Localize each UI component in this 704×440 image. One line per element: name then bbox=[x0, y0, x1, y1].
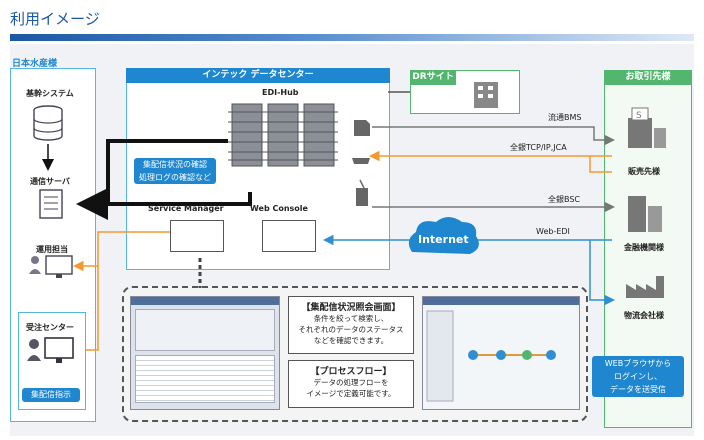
callout-line-1: 集配信状況の確認 bbox=[143, 160, 207, 169]
logistics-label: 物流会社様 bbox=[624, 311, 664, 320]
title-bar bbox=[10, 34, 694, 41]
service-manager-window[interactable] bbox=[170, 220, 224, 252]
bank-label: 金融機関様 bbox=[624, 243, 664, 252]
conn-label-webedi: Web-EDI bbox=[536, 227, 570, 236]
callout-line-2: 処理ログの確認など bbox=[139, 173, 211, 182]
conn-label-bsc: 全銀BSC bbox=[548, 195, 581, 204]
edi-hub-label: EDI-Hub bbox=[262, 88, 299, 97]
web-console-label: Web Console bbox=[250, 204, 308, 213]
status-note-line-3: などを確認できます。 bbox=[313, 336, 389, 345]
left-panel-header: 日本水産様 bbox=[12, 59, 58, 69]
order-center-label: 受注センター bbox=[26, 323, 74, 332]
service-manager-label: Service Manager bbox=[148, 204, 224, 213]
status-note-box: 【集配信状況照会画面】 条件を絞って検索し、 それぞれのデータのステータス など… bbox=[288, 296, 414, 354]
conn-label-bms: 流通BMS bbox=[548, 113, 582, 122]
browser-note: WEBブラウザから ログインし、 データを送受信 bbox=[592, 356, 684, 397]
flow-note-line-1: データの処理フローを bbox=[313, 378, 389, 387]
svg-text:S: S bbox=[636, 111, 642, 121]
status-note-title: 【集配信状況照会画面】 bbox=[301, 303, 401, 313]
right-panel-header: お取引先様 bbox=[604, 70, 692, 85]
note-line-1: WEBブラウザから bbox=[604, 359, 672, 368]
flow-screen-thumbnail bbox=[422, 296, 580, 410]
status-note-line-2: それぞれのデータのステータス bbox=[298, 325, 404, 334]
note-line-3: データを送受信 bbox=[610, 385, 666, 394]
status-note-line-1: 条件を絞って検索し、 bbox=[313, 314, 389, 323]
conn-label-tcp: 全銀TCP/IP,JCA bbox=[510, 143, 567, 152]
internet-label: Internet bbox=[418, 233, 469, 246]
distribution-badge[interactable]: 集配信指示 bbox=[22, 388, 80, 402]
page-title: 利用イメージ bbox=[10, 10, 100, 28]
flow-note-box: 【プロセスフロー】 データの処理フローを イメージで定義可能です。 bbox=[288, 360, 414, 408]
dr-site-label: DRサイト bbox=[410, 70, 456, 85]
core-system-label: 基幹システム bbox=[26, 89, 74, 98]
center-panel-header: インテック データセンター bbox=[126, 68, 390, 83]
sales-label: 販売先様 bbox=[628, 167, 660, 176]
flow-note-title: 【プロセスフロー】 bbox=[310, 367, 392, 377]
flow-note-line-2: イメージで定義可能です。 bbox=[306, 389, 396, 398]
web-console-window[interactable] bbox=[262, 220, 316, 252]
note-line-2: ログインし、 bbox=[614, 372, 662, 381]
status-screen-thumbnail bbox=[130, 296, 280, 410]
comm-server-label: 通信サーバ bbox=[30, 177, 70, 186]
status-callout: 集配信状況の確認 処理ログの確認など bbox=[134, 158, 216, 184]
operator-label: 運用担当 bbox=[36, 245, 68, 254]
